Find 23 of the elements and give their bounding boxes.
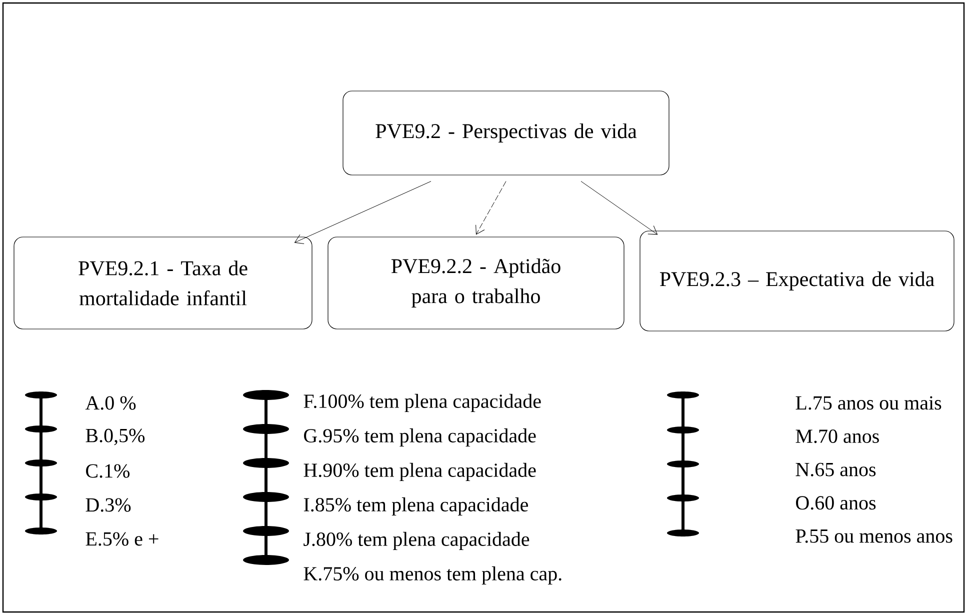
category-box: PVE9.2.1 - Taxa de mortalidade infantil [14,236,312,330]
option-label: A.0 % [85,396,136,410]
option-label: H.90% tem plena capacidade [304,462,536,482]
option-label: M.70 anos [796,430,879,444]
option-label: N.65 anos [796,462,876,476]
option-label: L.75 anos ou mais [796,396,942,410]
option-label: I.85% tem plena capacidade [304,497,528,516]
option-label: D.3% [86,498,131,512]
option-label: F.100% tem plena capacidade [304,394,541,412]
category-box: PVE9.2.2 - Aptidão para o trabalho [328,236,624,330]
option-label: K.75% ou menos tem plena cap. [304,566,562,585]
option-label: E.5% e + [86,532,158,546]
category-box: PVE9.2.3 – Expectativa de vida [640,230,954,332]
category-box: PVE9.2 - Perspectivas de vida [342,90,670,176]
option-label: B.0,5% [86,428,145,446]
option-label: J.80% tem plena capacidade [304,532,530,550]
option-label: O.60 anos [796,496,876,510]
arrow [580,181,658,235]
option-label: G.95% tem plena capacidade [304,428,536,447]
option-label: C.1% [86,464,130,478]
arrow [294,181,432,244]
arrow [476,181,506,235]
option-label: P.55 ou menos anos [796,530,952,543]
